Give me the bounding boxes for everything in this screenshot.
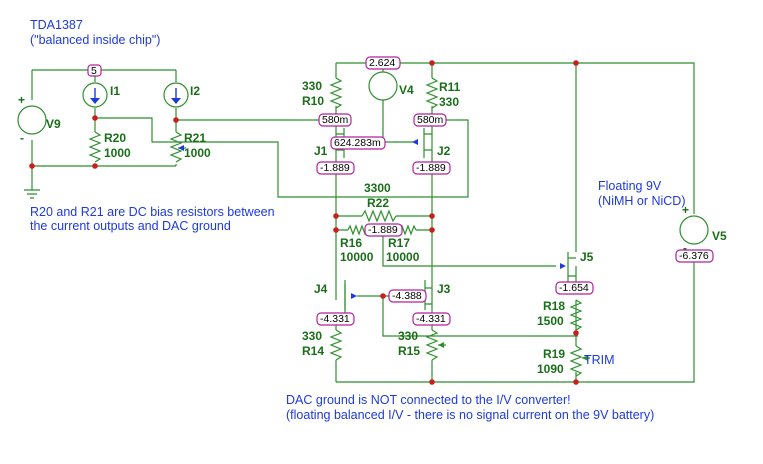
voltage-tags: 5 2.624 580m 580m 624.283m -1.889 -1.889 — [87, 56, 714, 326]
svg-text:624.283m: 624.283m — [334, 137, 381, 149]
svg-text:+: + — [18, 93, 25, 107]
voltage-source-v4 — [368, 71, 398, 101]
label-r17: R17 — [388, 236, 410, 250]
resistor-r18 — [569, 299, 583, 331]
resistor-r14 — [329, 329, 343, 361]
resistor-r20 — [88, 131, 102, 163]
label-r21: R21 — [184, 131, 206, 145]
label-r22: R22 — [367, 196, 389, 210]
label-j2: J2 — [437, 144, 451, 158]
resistor-r21 — [169, 131, 183, 163]
ground-note-line-2: (floating balanced I/V - there is no sig… — [286, 408, 654, 422]
svg-text:-1.889: -1.889 — [320, 162, 350, 174]
ground-symbol — [24, 184, 40, 199]
component-labels: V9 I1 I2 R20 1000 R21 1000 330 R10 R11 3… — [46, 79, 727, 376]
label-r19-trim: TRIM — [584, 353, 615, 367]
voltage-tag-j5-source: -1.654 — [555, 281, 594, 295]
svg-text:-4.331: -4.331 — [416, 313, 446, 325]
value-r16: 10000 — [340, 250, 374, 264]
label-v5: V5 — [712, 229, 727, 243]
svg-text:-1.889: -1.889 — [416, 162, 446, 174]
label-r16: R16 — [340, 236, 362, 250]
svg-text:580m: 580m — [417, 114, 444, 126]
label-j5: J5 — [580, 250, 594, 264]
label-j1: J1 — [314, 144, 328, 158]
value-r21: 1000 — [184, 146, 211, 160]
floating-note-line-2: (NiMH or NiCD) — [598, 194, 686, 208]
value-r22: 3300 — [364, 181, 391, 195]
sources: + - + - — [17, 71, 709, 255]
label-r14: R14 — [302, 344, 324, 358]
voltage-tag-isrc: 5 — [87, 64, 102, 77]
resistor-r22 — [361, 209, 397, 223]
bias-note-line-1: R20 and R21 are DC bias resistors betwee… — [30, 205, 275, 219]
jfets — [336, 128, 576, 310]
label-r19: R19 — [543, 347, 565, 361]
label-v4: V4 — [399, 83, 414, 97]
svg-text:580m: 580m — [322, 114, 349, 126]
voltage-tag-j4-source: -4.331 — [316, 312, 355, 326]
label-r11: R11 — [439, 80, 461, 94]
ground-note-line-1: DAC ground is NOT connected to the I/V c… — [286, 393, 571, 407]
floating-note-line-1: Floating 9V — [598, 179, 662, 193]
resistor-r15 — [425, 329, 439, 361]
svg-text:-4.331: -4.331 — [320, 313, 350, 325]
label-r18: R18 — [543, 299, 565, 313]
label-i2: I2 — [190, 84, 200, 98]
voltage-tag-mid: -1.889 — [364, 223, 403, 237]
value-r20: 1000 — [104, 146, 131, 160]
bias-note-line-2: the current outputs and DAC ground — [30, 219, 231, 233]
resistor-r10 — [329, 77, 343, 109]
title-line-2: ("balanced inside chip") — [30, 33, 160, 47]
resistor-r19 — [569, 345, 583, 377]
value-r19: 1090 — [537, 362, 564, 376]
annotations: TDA1387 ("balanced inside chip") R20 and… — [30, 18, 686, 422]
voltage-source-v9 — [17, 105, 47, 135]
voltage-tag-v4-top: 2.624 — [365, 56, 401, 70]
label-r20: R20 — [104, 131, 126, 145]
resistors — [88, 77, 590, 377]
voltage-tag-v5: -6.376 — [675, 249, 714, 263]
svg-text:-6.376: -6.376 — [679, 250, 709, 262]
value-r15: 330 — [398, 329, 418, 343]
value-r14: 330 — [302, 329, 322, 343]
voltage-tag-j1-source: 580m — [318, 113, 352, 127]
voltage-tag-gate: 624.283m — [330, 136, 386, 150]
svg-text:-: - — [683, 241, 687, 255]
value-r18: 1500 — [537, 314, 564, 328]
voltage-tag-j2-source: 580m — [413, 113, 447, 127]
resistor-r11 — [425, 77, 439, 109]
title-line-1: TDA1387 — [30, 18, 83, 32]
voltage-tag-j1-drain: -1.889 — [316, 161, 355, 175]
label-r15: R15 — [398, 344, 420, 358]
value-r11: 330 — [439, 95, 459, 109]
svg-text:-1.889: -1.889 — [368, 224, 398, 236]
value-r10: 330 — [302, 79, 322, 93]
label-j4: J4 — [314, 282, 328, 296]
svg-text:-1.654: -1.654 — [559, 282, 589, 294]
wires — [31, 62, 695, 383]
svg-text:+: + — [682, 203, 689, 217]
voltage-tag-j4-gate: -4.388 — [388, 289, 427, 303]
svg-text:2.624: 2.624 — [369, 57, 395, 69]
label-r10: R10 — [302, 94, 324, 108]
svg-text:5: 5 — [91, 65, 97, 77]
svg-text:-: - — [20, 131, 24, 145]
label-j3: J3 — [437, 282, 451, 296]
value-r17: 10000 — [386, 250, 420, 264]
voltage-tag-j3-source: -4.331 — [412, 312, 451, 326]
label-v9: V9 — [46, 117, 61, 131]
label-i1: I1 — [110, 84, 120, 98]
voltage-tag-j2-drain: -1.889 — [412, 161, 451, 175]
svg-text:-4.388: -4.388 — [392, 290, 422, 302]
voltage-source-v5 — [679, 215, 709, 245]
